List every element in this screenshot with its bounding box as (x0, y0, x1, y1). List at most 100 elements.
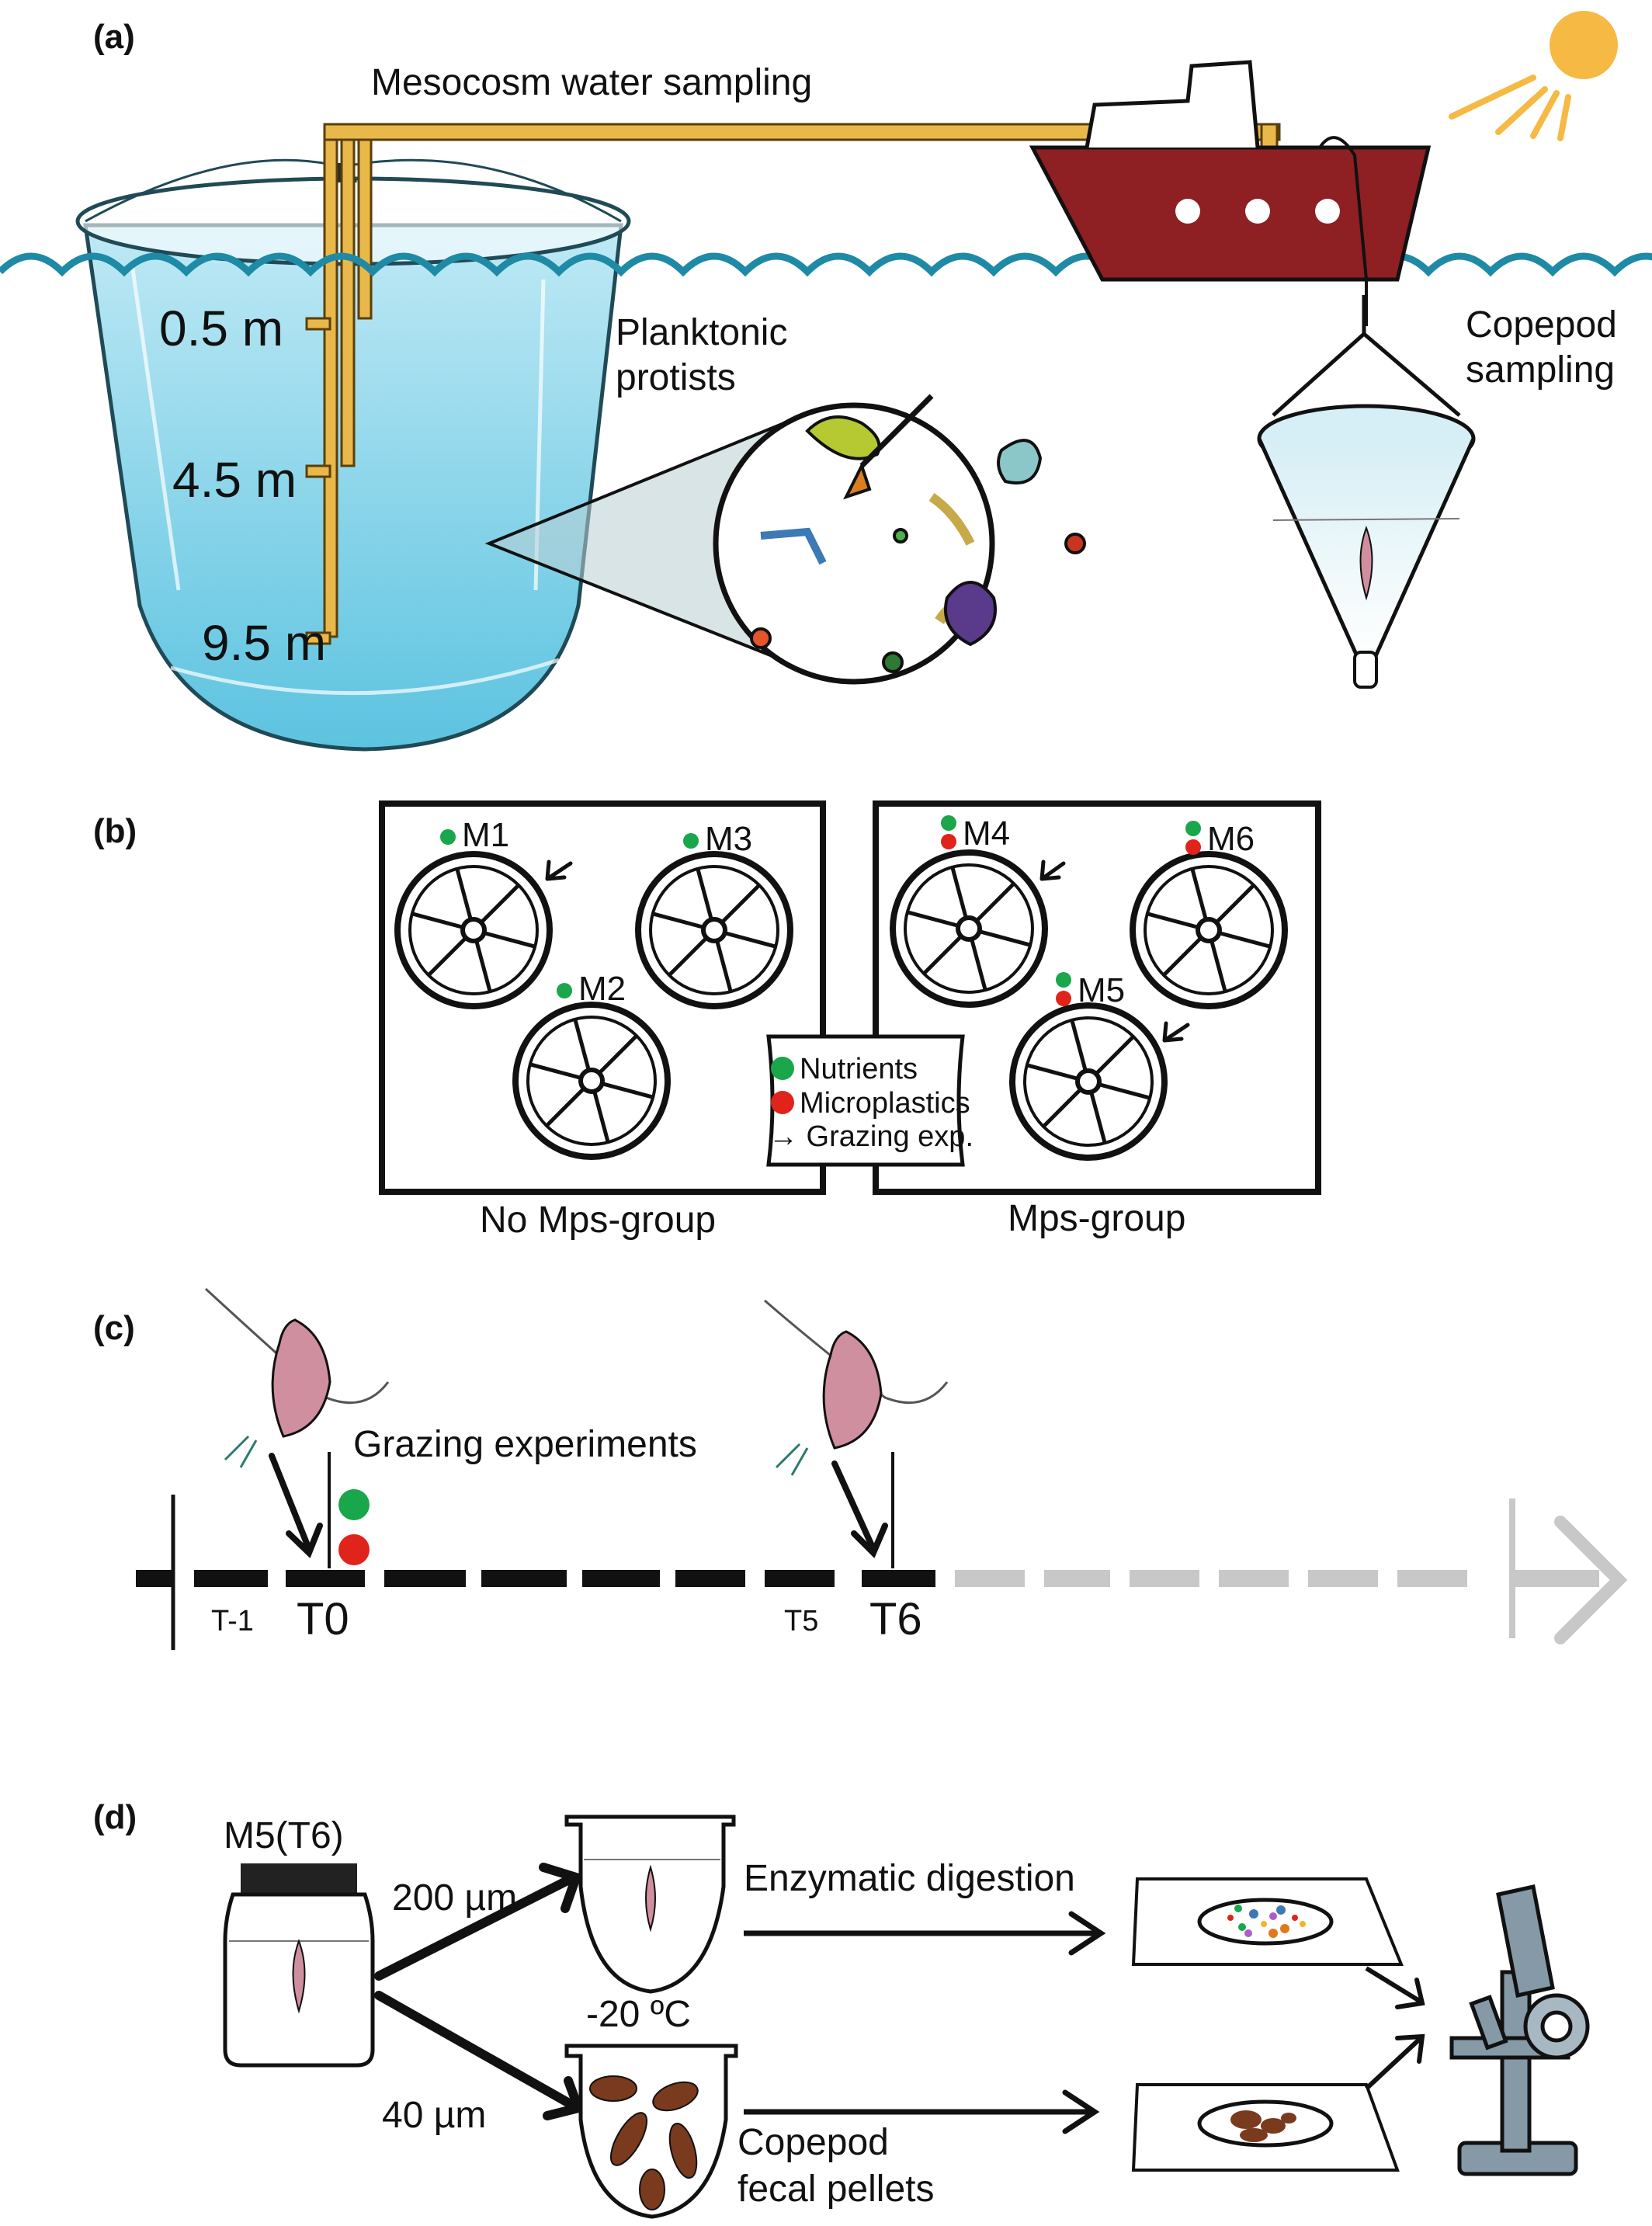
legend: Nutrients Microplastics → Grazing exp. (766, 1034, 974, 1167)
no-mps-box (379, 800, 826, 1195)
sample-label: M5(T6) (224, 1815, 344, 1856)
planktonic-label-line1: Planktonic (616, 312, 787, 353)
grazing-arrow-t0 (269, 1453, 323, 1558)
timeline-future-dash (1308, 1570, 1378, 1587)
timepoint-t0: T0 (297, 1594, 349, 1644)
mesocosm-wheel-m6: M6 (1130, 820, 1288, 1009)
t0-nutrients-dot (338, 1489, 370, 1520)
nutrients-dot (557, 983, 572, 998)
temperature-label: -20 ºC (586, 1994, 691, 2035)
protist-cells (750, 394, 1086, 673)
depth-label-0-5: 0.5 m (159, 300, 283, 356)
arrow-40um (374, 1991, 575, 2109)
mesocosm-wheel-m5: M5 (1009, 971, 1190, 1161)
grazing-arrow-t6 (831, 1460, 888, 1559)
timeline-dash (675, 1570, 745, 1587)
mesh-200-label: 200 µm (392, 1877, 517, 1919)
copepod-in-net (1272, 518, 1460, 601)
mps-group-label: Mps-group (1008, 1198, 1185, 1239)
planktonic-label-line2: protists (616, 357, 736, 398)
tube-fecal-pellets (564, 2044, 738, 2219)
mesocosm-label-m1: M1 (462, 816, 509, 854)
enzymatic-digestion-label: Enzymatic digestion (744, 1858, 1075, 1899)
grazing-experiments-label: Grazing experiments (353, 1424, 697, 1465)
timeline-future-dash (1044, 1570, 1110, 1587)
filter-slide-bottom (1131, 2083, 1400, 2172)
timeline-dash (481, 1570, 567, 1587)
timeline-dash (384, 1570, 466, 1587)
depth-label-9-5: 9.5 m (202, 615, 326, 671)
mesocosm-wheel-m4: M4 (890, 814, 1066, 1008)
mesocosm-wheel-m3: M3 (635, 820, 793, 1009)
microplastics-dot (941, 834, 956, 849)
depth-label-4-5: 4.5 m (172, 452, 297, 508)
timeline-dash (136, 1570, 175, 1587)
timeline-future-dash (1397, 1570, 1467, 1587)
grazing-arrow (545, 859, 573, 881)
plankton-net (1257, 295, 1476, 689)
timeline-future-dash (1219, 1570, 1289, 1587)
mps-box (873, 800, 1321, 1195)
fecal-pellets-line1: Copepod (738, 2122, 889, 2163)
arrow-slide-bottom-microscope-head (1395, 2033, 1425, 2064)
timeline-dash (286, 1570, 365, 1587)
copepod-right (764, 1299, 949, 1476)
mesocosm-wheel-m1: M1 (394, 816, 573, 1009)
timeline-future-dash (1130, 1570, 1199, 1587)
arrow-200um-head (539, 1863, 582, 1913)
timeline-dash (582, 1570, 660, 1587)
timeline-dash (194, 1570, 268, 1587)
timeline-dash (765, 1570, 835, 1587)
panel-a: (a) (0, 11, 1652, 752)
microplastics-dot (1056, 991, 1071, 1006)
arrow-slide-bottom-microscope (1364, 2036, 1423, 2091)
protist-magnifier (484, 394, 1086, 685)
grazing-arrow (1162, 1021, 1190, 1043)
mesocosm-label-m4: M4 (963, 814, 1010, 853)
arrow-slide-top-microscope (1365, 1966, 1422, 2004)
copepod-sampling-line1: Copepod (1466, 304, 1617, 346)
mesocosm-sampling-label: Mesocosm water sampling (371, 62, 812, 103)
sun-icon (1449, 11, 1618, 141)
filter-slide-top (1131, 1877, 1404, 1966)
panel-d: (d) M5(T6) 200 µm 40 µm -20 ºC (93, 1798, 1590, 2219)
panel-d-label: (d) (93, 1798, 137, 1836)
grazing-arrow (1039, 859, 1066, 881)
sample-jar (223, 1863, 375, 2068)
arrow-40um-head (543, 2076, 585, 2120)
timepoint-t6: T6 (869, 1594, 922, 1644)
fecal-pellets (589, 2075, 699, 2210)
mesocosm-label-m5: M5 (1078, 971, 1125, 1009)
legend-grazing: → Grazing exp. (769, 1120, 974, 1153)
timeline (136, 1570, 1599, 1587)
copepod-sampling-line2: sampling (1466, 349, 1615, 391)
arrow-to-pellet-slide-head (1062, 2089, 1100, 2134)
mesocosm-label-m6: M6 (1207, 820, 1255, 858)
mesh-40-label: 40 µm (382, 2095, 486, 2136)
timeline-arrowhead (1554, 1516, 1628, 1644)
panel-b-label: (b) (93, 812, 137, 850)
mesocosm-bag (75, 158, 631, 752)
timepoint-t5: T5 (784, 1605, 818, 1637)
legend-microplastics-dot (771, 1091, 794, 1114)
legend-nutrients-dot (771, 1057, 794, 1080)
microplastics-dot (1185, 839, 1201, 855)
mesocosm-label-m2: M2 (578, 970, 626, 1008)
timeline-dash (862, 1570, 935, 1587)
mesocosm-label-m3: M3 (705, 820, 752, 858)
panel-a-label: (a) (93, 18, 135, 56)
microscope-icon (1449, 1884, 1590, 2176)
no-mps-group-label: No Mps-group (480, 1200, 716, 1241)
panel-c: (c) Grazing experiments (93, 1287, 1628, 1650)
nutrients-dot (440, 829, 456, 845)
timeline-future-dash (1514, 1570, 1599, 1587)
boat (1029, 60, 1432, 326)
arrow-200um (374, 1874, 575, 1981)
tube-copepod (564, 1814, 736, 1994)
timepoint-t-1: T-1 (211, 1605, 254, 1637)
nutrients-dot (1185, 821, 1201, 836)
legend-nutrients: Nutrients (800, 1053, 918, 1085)
legend-microplastics: Microplastics (800, 1087, 970, 1120)
fecal-pellets-line2: fecal pellets (738, 2169, 934, 2210)
